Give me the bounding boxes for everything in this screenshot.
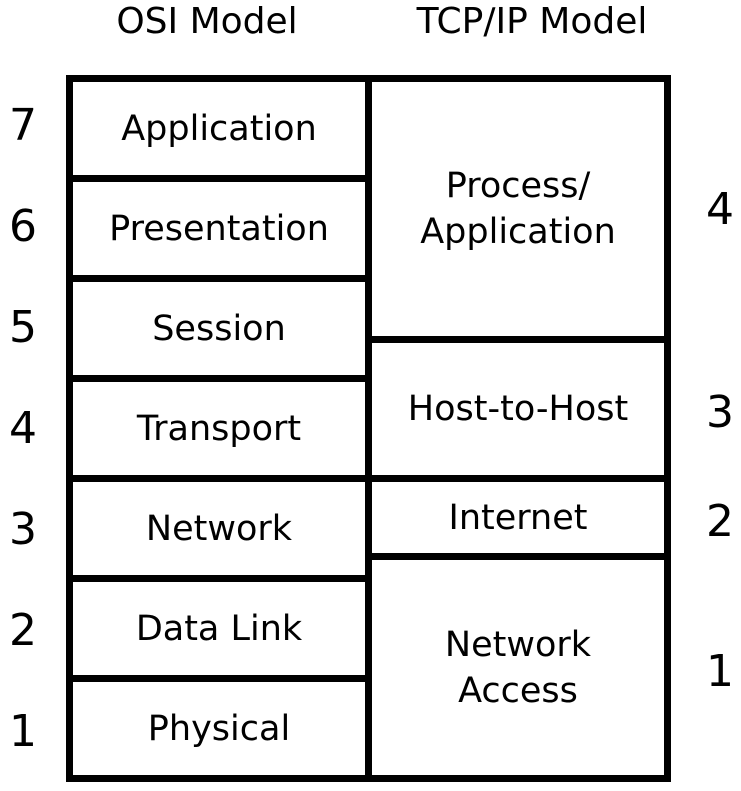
osi-layer-label-line: Data Link xyxy=(135,608,303,649)
osi-layer-label-line: Physical xyxy=(147,708,291,749)
tcpip-layer-host-to-host: Host-to-Host xyxy=(372,343,664,482)
osi-layer-number-7: 7 xyxy=(9,100,37,151)
tcpip-layer-label-line: Access xyxy=(458,670,578,711)
osi-layer-label-line: Network xyxy=(145,508,293,549)
osi-layer-number-5: 5 xyxy=(9,302,37,353)
osi-layer-data-link: Data Link xyxy=(73,582,365,682)
osi-layer-label-line: Session xyxy=(152,308,286,349)
tcpip-layer-label-line: Host-to-Host xyxy=(407,389,629,429)
osi-layer-number-6: 6 xyxy=(9,201,37,252)
osi-layer-session: Session xyxy=(73,282,365,382)
osi-model-title: OSI Model xyxy=(116,1,298,42)
tcpip-layer-label-line: Application xyxy=(420,212,616,252)
osi-layer-label-line: Application xyxy=(121,108,317,149)
osi-layer-number-3: 3 xyxy=(9,504,37,555)
osi-layer-number-1: 1 xyxy=(9,706,37,757)
osi-layer-presentation: Presentation xyxy=(73,182,365,282)
osi-layer-label-line: Presentation xyxy=(109,208,329,249)
osi-layer-physical: Physical xyxy=(73,682,365,775)
tcpip-model-title: TCP/IP Model xyxy=(416,1,648,42)
tcpip-layer-number-1: 1 xyxy=(706,645,734,697)
osi-layer-number-4: 4 xyxy=(9,403,37,454)
tcpip-layer-internet: Internet xyxy=(372,482,664,560)
tcpip-layer-number-4: 4 xyxy=(706,183,734,235)
osi-layer-transport: Transport xyxy=(73,382,365,482)
osi-layer-number-2: 2 xyxy=(9,605,37,656)
tcpip-layer-number-2: 2 xyxy=(706,495,734,547)
osi-layer-network: Network xyxy=(73,482,365,582)
osi-layer-label-line: Transport xyxy=(136,408,302,449)
tcpip-layer-label-line: Process/ xyxy=(445,166,591,206)
tcpip-layer-process-application: Process/Application xyxy=(372,82,664,343)
tcpip-layer-label-line: Network xyxy=(444,624,592,665)
osi-layer-application: Application xyxy=(73,82,365,182)
tcpip-layer-number-3: 3 xyxy=(706,387,734,438)
tcpip-layer-label-line: Internet xyxy=(448,497,588,538)
